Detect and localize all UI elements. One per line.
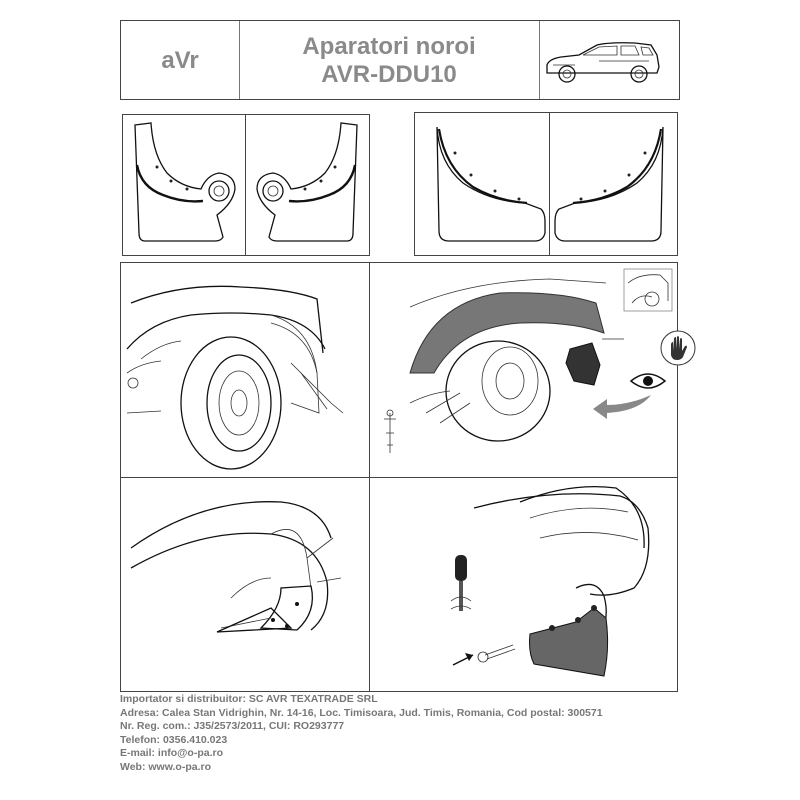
car-side-icon [539, 21, 679, 99]
step-1-wheel-arch-illustration [126, 285, 344, 470]
installation-steps-grid [120, 262, 696, 692]
header-divider [539, 21, 540, 99]
screw-icon [451, 633, 531, 669]
rear-mudflap-left-right-illustration [436, 126, 664, 242]
brand-logo-text: aVr [161, 47, 199, 74]
glove-icon [659, 329, 697, 367]
registration-line: Nr. Reg. com.: J35/2573/2011, CUI: RO293… [120, 720, 345, 733]
title-line-1: Aparatori noroi [302, 33, 476, 60]
rear-mudflaps-panel [414, 112, 678, 256]
front-mudflaps-panel [122, 114, 370, 256]
address-line: Adresa: Calea Stan Vidrighin, Nr. 14-16,… [120, 706, 603, 719]
panel-divider [245, 115, 246, 255]
screwdriver-icon [447, 553, 475, 623]
eye-icon [629, 371, 667, 391]
importer-info: Importator si distribuitor: SC AVR TEXAT… [120, 693, 680, 775]
arrow-icon [589, 391, 655, 421]
panel-divider [549, 113, 550, 255]
header-divider [239, 21, 240, 99]
step-3-arch-fastening-illustration [130, 501, 342, 633]
title-line-2: AVR-DDU10 [321, 61, 457, 88]
importer-line: Importator si distribuitor: SC AVR TEXAT… [120, 693, 378, 705]
email-line: E-mail: info@o-pa.ro [120, 747, 223, 760]
phone-line: Telefon: 0356.410.023 [120, 733, 228, 746]
front-mudflap-left-right-illustration [134, 122, 358, 242]
web-line: Web: www.o-pa.ro [120, 760, 211, 773]
product-title: Aparatori noroi AVR-DDU10 [239, 21, 539, 101]
step-2-mount-mudflap-illustration [384, 268, 673, 453]
step-4-screw-install-illustration [473, 485, 650, 677]
grid-divider-horizontal [121, 477, 677, 478]
header-box: aVr Aparatori noroi AVR-DDU10 [120, 20, 680, 100]
